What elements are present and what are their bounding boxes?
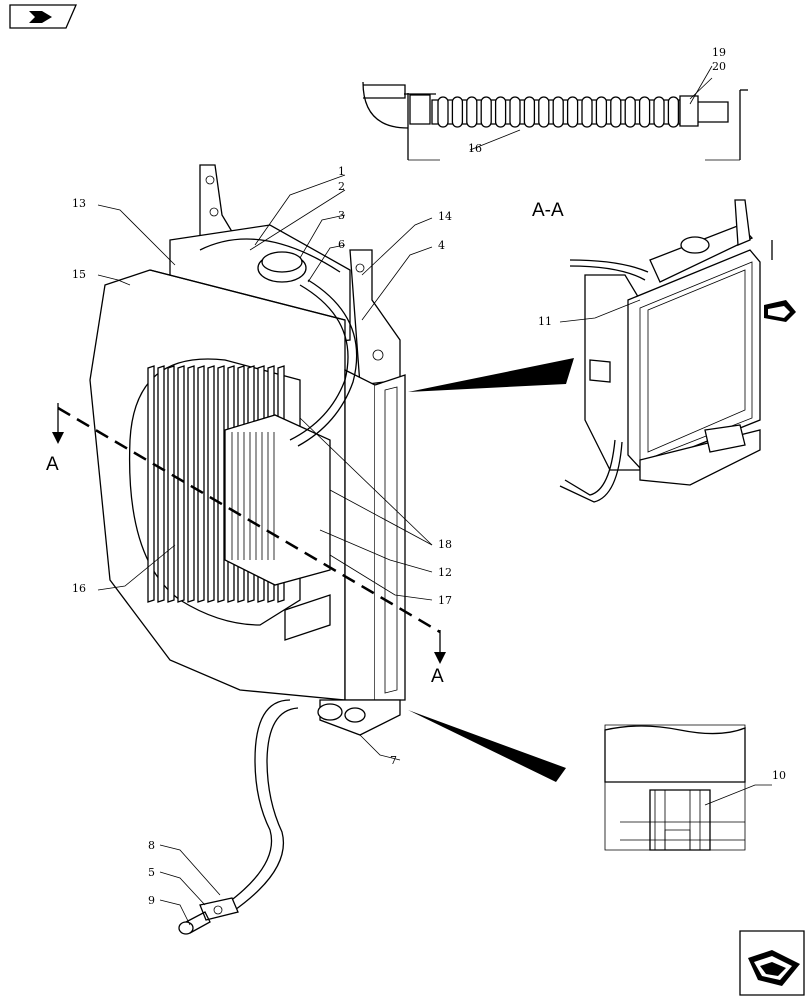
callout-14: 14 [438,210,452,223]
hose-rib [653,96,665,128]
core-fin [187,365,195,603]
bushing-detail [604,724,772,851]
hose-rib [667,96,680,128]
hose-rib [566,96,579,128]
callout-3: 3 [338,209,345,222]
hose-rib [538,96,550,128]
callout-19: 19 [712,46,726,59]
hose-rib [480,96,492,128]
hose-rib [552,96,564,128]
radiator-assembly [52,164,574,935]
hose-rib [581,96,593,128]
section-label: A-A [532,200,564,221]
hose-rib [595,96,608,128]
cut-marker-top: A [46,454,59,475]
hose-detail [362,65,748,161]
callout-4: 4 [438,239,445,252]
core-fin [147,365,155,603]
callout-10: 10 [772,769,786,782]
callout-1: 1 [338,165,345,178]
callout-2: 2 [338,180,345,193]
hose-rib [494,96,507,128]
hose-rib [523,96,536,128]
hose-rib [509,96,521,128]
core-fin [197,365,205,603]
callout-7: 7 [390,754,397,767]
page-forward-icon[interactable] [739,930,805,996]
callout-9: 9 [148,894,155,907]
hose-rib [451,96,464,128]
core-fin [157,365,165,603]
page-back-icon[interactable] [9,4,77,29]
callout-8: 8 [148,839,155,852]
callout-15: 15 [72,268,86,281]
callout-11: 11 [538,315,552,328]
hose-rib [466,96,478,128]
callout-16-hose: 16 [468,142,482,155]
cut-marker-bottom: A [431,666,444,687]
callout-6: 6 [338,238,345,251]
callout-5: 5 [148,866,155,879]
callout-18: 18 [438,538,452,551]
hose-rib [437,96,449,128]
hose-rib [610,96,622,128]
callout-labels: 1 2 3 4 5 6 7 8 9 10 11 12 13 14 15 16 1… [46,46,786,907]
hose-rib [624,96,636,128]
section-a-a-detail [559,199,796,503]
core-fin [167,365,175,603]
callout-13: 13 [72,197,86,210]
callout-12: 12 [438,566,452,579]
callout-16-main: 16 [72,582,86,595]
core-fin [207,365,215,603]
core-fin [217,365,225,603]
callout-17: 17 [438,594,452,607]
callout-20: 20 [712,60,726,73]
core-fin [177,365,185,603]
hose-rib [638,96,651,128]
